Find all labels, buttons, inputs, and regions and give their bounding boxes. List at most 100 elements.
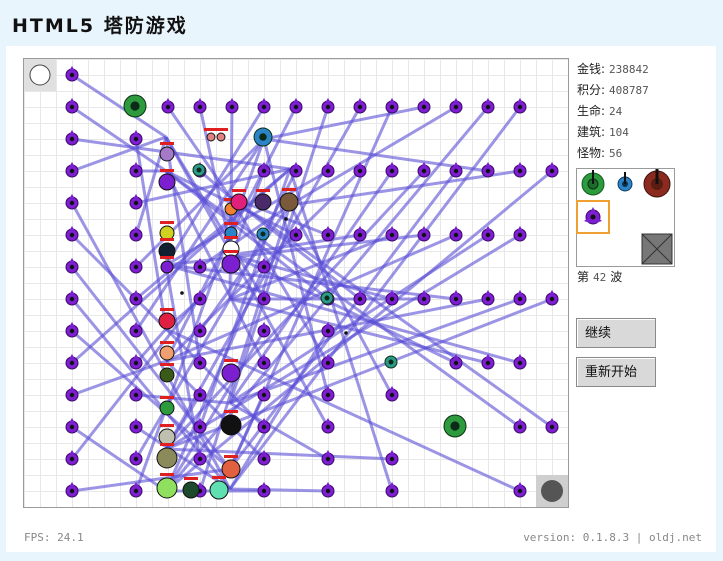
laser-tower-spike xyxy=(325,354,331,359)
laser-tower-core xyxy=(197,360,203,366)
laser-tower-core xyxy=(325,456,331,462)
laser-beam xyxy=(134,328,168,364)
game-canvas[interactable] xyxy=(24,59,568,507)
laser-tower-spike xyxy=(69,258,75,263)
laser-beam xyxy=(71,105,167,173)
laser-tower-core xyxy=(69,392,75,398)
gun-tower-core xyxy=(324,295,330,301)
laser-beam xyxy=(229,487,329,493)
entrance-portal xyxy=(29,64,51,86)
laser-tower-core xyxy=(69,424,75,430)
laser-tower-core xyxy=(389,232,395,238)
monster xyxy=(160,260,174,274)
laser-beam xyxy=(164,136,330,428)
laser-tower-core xyxy=(325,328,331,334)
laser-tower-spike xyxy=(133,194,139,199)
laser-beam xyxy=(165,169,521,429)
monster xyxy=(279,192,299,212)
laser-tower-core xyxy=(325,360,331,366)
monster xyxy=(254,193,272,211)
laser-tower-core xyxy=(197,328,203,334)
monster-health-bar xyxy=(224,410,238,413)
laser-tower-spike xyxy=(485,290,491,295)
app-title: HTML5 塔防游戏 xyxy=(12,15,188,37)
build-wall[interactable] xyxy=(641,233,673,265)
monster xyxy=(206,132,216,142)
laser-tower-spike xyxy=(293,162,299,167)
laser-tower-spike xyxy=(421,226,427,231)
laser-beam xyxy=(71,467,231,493)
laser-tower-spike xyxy=(69,482,75,487)
gun-tower-core xyxy=(259,133,267,141)
laser-tower-core xyxy=(69,488,75,494)
buildings-value: 104 xyxy=(609,126,629,139)
money-value: 238842 xyxy=(609,63,649,76)
laser-tower-core xyxy=(453,360,459,366)
monster-health-bar xyxy=(256,189,270,192)
monster-health-bar xyxy=(160,424,174,427)
laser-tower-spike xyxy=(197,386,203,391)
laser-tower-spike xyxy=(293,98,299,103)
laser-tower-spike xyxy=(133,450,139,455)
laser-tower-core xyxy=(421,232,427,238)
laser-tower-core xyxy=(485,232,491,238)
laser-tower-spike xyxy=(69,354,75,359)
laser-tower-core xyxy=(389,296,395,302)
laser-tower-core xyxy=(197,392,203,398)
laser-tower-core xyxy=(197,456,203,462)
build-machinegun-tower[interactable] xyxy=(609,169,641,201)
laser-tower-spike xyxy=(453,98,459,103)
laser-tower-core xyxy=(325,424,331,430)
laser-tower-spike xyxy=(261,322,267,327)
monster-health-bar xyxy=(224,236,238,239)
laser-tower-core xyxy=(389,168,395,174)
laser-tower-spike xyxy=(325,450,331,455)
laser-tower-spike xyxy=(549,418,555,423)
build-laser-tower[interactable] xyxy=(576,200,610,234)
monster-health-bar xyxy=(160,238,174,241)
laser-tower-core xyxy=(325,104,331,110)
build-cannon-tower[interactable] xyxy=(577,169,609,201)
laser-tower-core xyxy=(133,328,139,334)
laser-tower-core xyxy=(357,104,363,110)
laser-tower-core xyxy=(517,424,523,430)
monster-health-bar xyxy=(204,128,218,131)
restart-button[interactable]: 重新开始 xyxy=(576,357,656,387)
laser-tower-core xyxy=(517,232,523,238)
laser-tower-core xyxy=(69,360,75,366)
laser-tower-spike xyxy=(197,322,203,327)
build-heavy-tower[interactable] xyxy=(641,169,673,201)
laser-beam xyxy=(263,137,489,173)
laser-tower-core xyxy=(261,392,267,398)
monster xyxy=(156,447,178,469)
laser-tower-core xyxy=(165,104,171,110)
monster xyxy=(220,414,242,436)
laser-tower-spike xyxy=(69,450,75,455)
laser-tower-core xyxy=(325,168,331,174)
gun-tower-core xyxy=(196,167,202,173)
game-board[interactable] xyxy=(23,58,569,508)
laser-tower-core xyxy=(389,456,395,462)
laser-tower-core xyxy=(453,104,459,110)
monster xyxy=(158,312,176,330)
laser-beam xyxy=(263,105,425,141)
laser-tower-spike xyxy=(133,226,139,231)
laser-tower-core xyxy=(421,296,427,302)
heavy-tower-icon xyxy=(643,169,671,198)
laser-tower-core xyxy=(485,296,491,302)
monster-health-bar xyxy=(224,250,238,253)
laser-tower-spike xyxy=(69,130,75,135)
laser-tower-core xyxy=(261,264,267,270)
laser-beam xyxy=(229,297,521,405)
laser-tower-spike xyxy=(325,386,331,391)
laser-tower-spike xyxy=(389,482,395,487)
monster-health-bar xyxy=(184,477,198,480)
monster-health-bar xyxy=(224,359,238,362)
laser-tower-core xyxy=(69,104,75,110)
monster xyxy=(221,254,241,274)
laser-beam xyxy=(164,170,266,364)
gun-tower-core xyxy=(130,101,140,111)
laser-tower-spike xyxy=(421,98,427,103)
continue-button[interactable]: 继续 xyxy=(576,318,656,348)
monster-health-bar xyxy=(160,473,174,476)
